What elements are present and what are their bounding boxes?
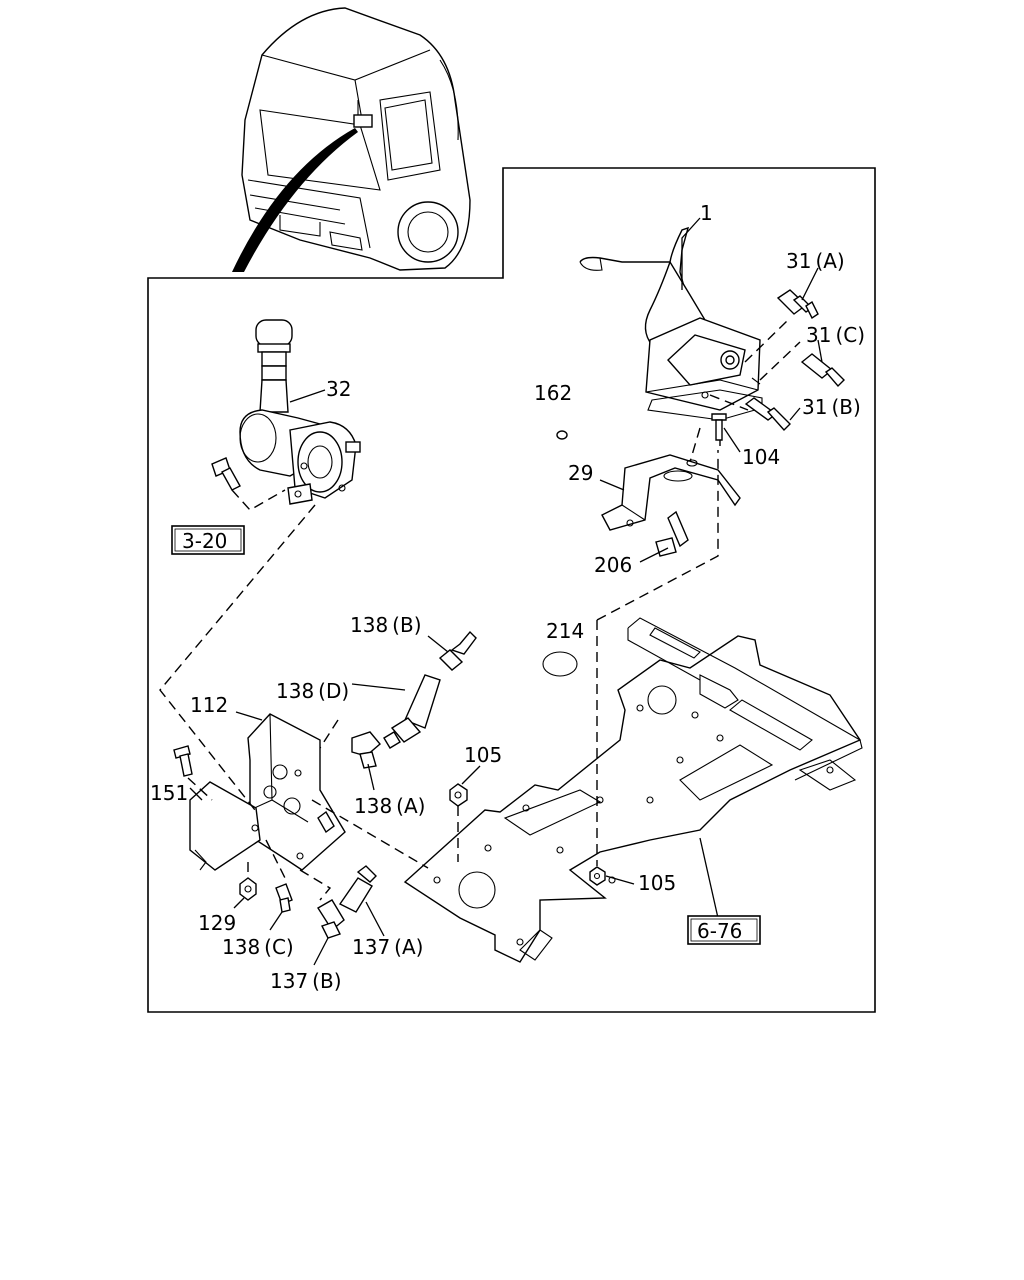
reference-3-20-label: 3-20 — [182, 529, 227, 553]
label-part-129: 129 — [198, 911, 236, 935]
bolt-206 — [655, 510, 689, 557]
nut-105-right — [589, 866, 606, 886]
label-part-1: 1 — [700, 201, 713, 225]
reference-6-76[interactable]: 6-76 — [687, 915, 761, 945]
fitting-31b — [744, 397, 791, 432]
diagram-frame — [147, 167, 876, 1013]
fitting-138a — [351, 731, 381, 769]
label-part-138d: 138 (D) — [276, 679, 349, 703]
fitting-138d — [383, 674, 441, 749]
fitting-138b — [438, 630, 477, 671]
label-part-31a: 31 (A) — [786, 249, 845, 273]
leader-lines — [189, 217, 823, 966]
fitting-137a — [338, 865, 377, 913]
bracket-29 — [601, 454, 741, 531]
label-part-137a: 137 (A) — [352, 935, 423, 959]
truck-cab-illustration — [232, 7, 471, 272]
label-part-104: 104 — [742, 445, 780, 469]
lever-assembly — [579, 226, 801, 463]
reference-3-20[interactable]: 3-20 — [171, 525, 245, 555]
label-part-162: 162 — [534, 381, 572, 405]
label-part-138b: 138 (B) — [350, 613, 422, 637]
label-part-151: 151 — [150, 781, 188, 805]
label-part-31c: 31 (C) — [806, 323, 865, 347]
bolt-151 — [173, 745, 193, 777]
valve-32 — [239, 319, 361, 505]
fitting-31c — [800, 353, 845, 388]
label-part-105-top: 105 — [464, 743, 502, 767]
bolt-104 — [711, 413, 727, 441]
fitting-138c — [275, 883, 293, 913]
label-part-31b: 31 (B) — [802, 395, 861, 419]
reference-6-76-label: 6-76 — [697, 919, 742, 943]
label-part-32: 32 — [326, 377, 351, 401]
label-part-137b: 137 (B) — [270, 969, 342, 993]
label-part-138a: 138 (A) — [354, 794, 425, 818]
nut-129 — [239, 877, 257, 901]
label-part-214: 214 — [546, 619, 584, 643]
label-part-138c: 138 (C) — [222, 935, 294, 959]
label-part-206: 206 — [594, 553, 632, 577]
fitting-31a — [776, 289, 819, 320]
label-part-29: 29 — [568, 461, 593, 485]
plug-214 — [542, 651, 578, 677]
label-part-105-right: 105 — [638, 871, 676, 895]
fitting-137b — [317, 899, 345, 939]
bolt-3-20 — [211, 457, 241, 491]
label-part-112: 112 — [190, 693, 228, 717]
washer-162 — [556, 430, 568, 440]
nut-105-top — [449, 783, 468, 807]
base-plate — [403, 617, 863, 963]
bracket-112 — [189, 713, 346, 871]
